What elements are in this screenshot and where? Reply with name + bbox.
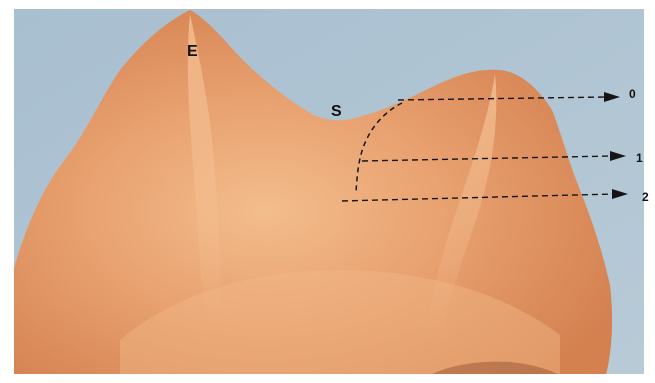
label-s: S xyxy=(331,104,342,120)
label-level-1: 1 xyxy=(636,152,643,164)
label-level-2: 2 xyxy=(642,191,649,203)
label-level-0: 0 xyxy=(629,88,636,100)
label-e: E xyxy=(187,44,198,60)
